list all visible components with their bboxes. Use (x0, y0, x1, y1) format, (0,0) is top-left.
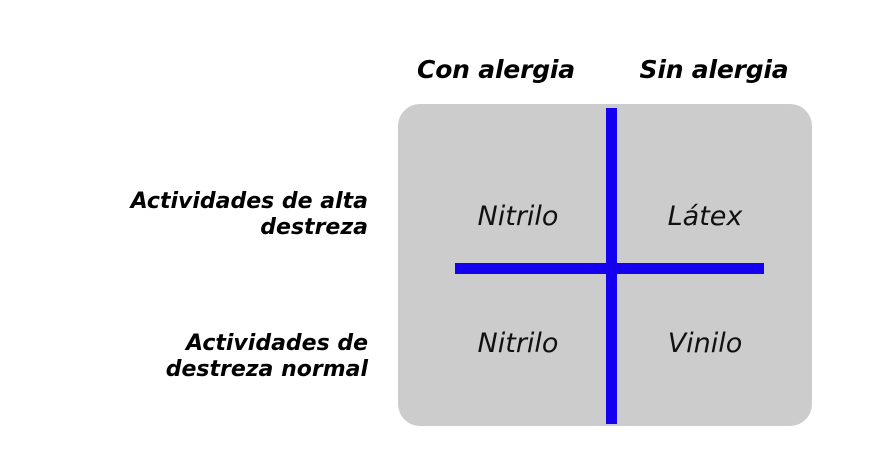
cell-bottom-left-nitrilo: Nitrilo (477, 328, 559, 359)
row-label-destreza-normal-line2: destreza normal (165, 357, 368, 382)
row-label-alta-destreza-line1: Actividades de alta (130, 189, 368, 214)
cell-bottom-right-vinilo: Vinilo (667, 328, 743, 359)
horizontal-axis-divider (455, 263, 764, 274)
row-label-destreza-normal-line1: Actividades de (185, 331, 368, 356)
cell-top-left-nitrilo: Nitrilo (477, 201, 559, 232)
column-header-sin-alergia: Sin alergia (639, 55, 789, 84)
cell-top-right-latex: Látex (667, 201, 743, 232)
column-header-con-alergia: Con alergia (417, 55, 575, 84)
row-label-destreza-normal: Actividades de destreza normal (48, 331, 368, 383)
row-label-alta-destreza: Actividades de alta destreza (48, 189, 368, 241)
quadrant-panel: Nitrilo Látex Nitrilo Vinilo (398, 104, 812, 426)
row-label-alta-destreza-line2: destreza (260, 215, 368, 240)
